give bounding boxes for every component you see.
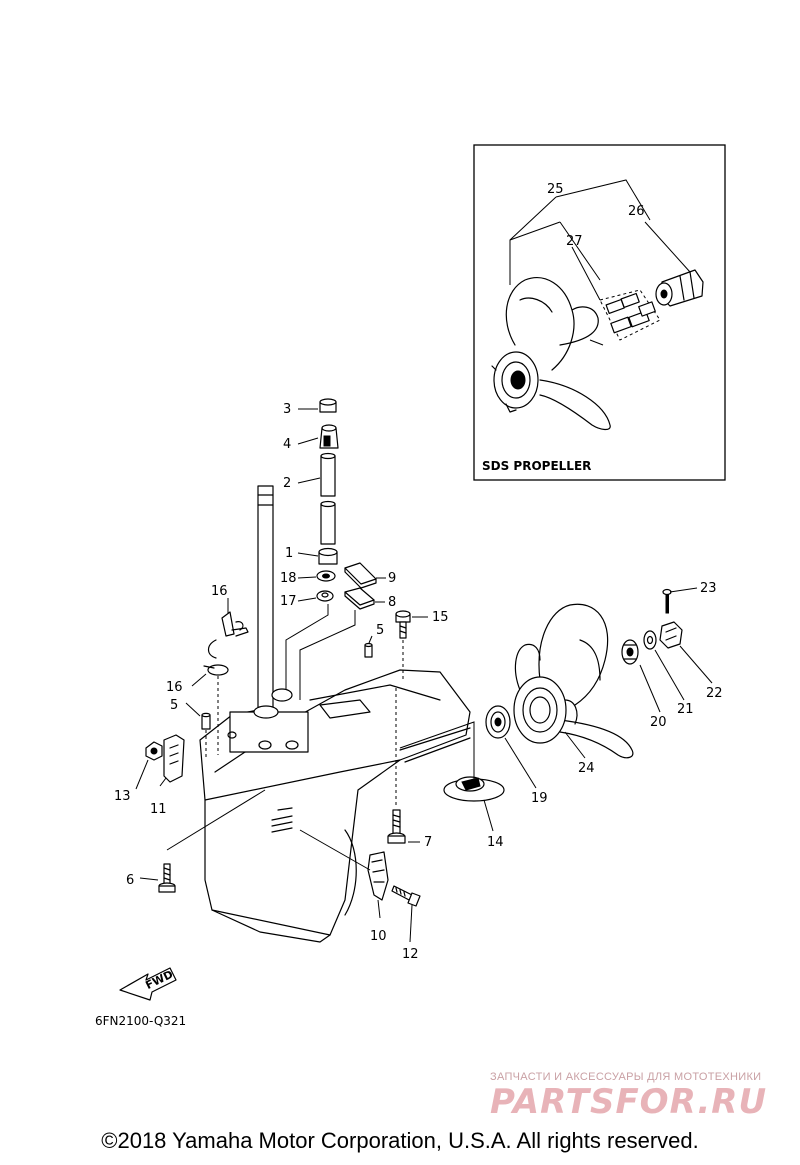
callout-2: 2 [283,476,291,491]
callout-11: 11 [150,802,167,817]
bolt-15-and-pin [364,610,411,680]
callout-13: 13 [114,789,131,804]
callout-19: 19 [531,791,548,806]
anode-strips [299,562,377,700]
spacer-19 [485,705,511,739]
callout-numbers: 3 4 2 1 18 17 9 8 15 5 16 16 5 13 11 6 7… [114,402,723,962]
sds-propeller-inset: SDS PROPELLER [473,144,726,481]
leader-lines [135,408,713,943]
inset-title: SDS PROPELLER [482,459,591,473]
callout-18: 18 [280,571,297,586]
callout-3: 3 [283,402,291,417]
watermark-tagline: ЗАПЧАСТИ И АКСЕССУАРЫ ДЛЯ МОТОТЕХНИКИ [490,1071,762,1083]
lower-unit-housing [199,485,471,943]
callout-24: 24 [578,761,595,776]
callout-9: 9 [388,571,396,586]
callout-27: 27 [566,234,583,249]
callout-12: 12 [402,947,419,962]
watermark-brand: PARTSFOR.RU [490,1082,768,1122]
callout-23: 23 [700,581,717,596]
pin-5-lower [201,712,211,760]
copyright-notice: ©2018 Yamaha Motor Corporation, U.S.A. A… [101,1128,699,1153]
propeller-24 [513,603,634,759]
callout-5-upper: 5 [376,623,384,638]
anode-11-and-nut-13 [145,734,185,783]
clips-16 [203,611,249,755]
callout-5-lower: 5 [170,698,178,713]
callout-15: 15 [432,610,449,625]
callout-25: 25 [547,182,564,197]
callout-16-upper: 16 [211,584,228,599]
trim-tab-10-and-bolt-12 [299,829,421,907]
drive-shaft-stack-parts [285,398,339,690]
bolt-7 [387,688,406,844]
callout-22: 22 [706,686,723,701]
callout-21: 21 [677,702,694,717]
thrust-washer-14 [399,721,505,802]
callout-20: 20 [650,715,667,730]
callout-6: 6 [126,873,134,888]
callout-8: 8 [388,595,396,610]
fwd-arrow: FWD [119,967,177,1001]
callout-1: 1 [285,546,293,561]
propeller-hardware [621,588,683,665]
callout-26: 26 [628,204,645,219]
callout-10: 10 [370,929,387,944]
callout-7: 7 [424,835,432,850]
callout-16-lower: 16 [166,680,183,695]
sds-propeller-drawing [491,277,611,431]
sds-hub-drawing [655,269,704,307]
callout-4: 4 [283,437,291,452]
callout-14: 14 [487,835,504,850]
spline-insert-kit-drawing [599,289,661,341]
diagram-code: 6FN2100-Q321 [95,1014,186,1028]
bolt-6 [158,789,266,893]
callout-17: 17 [280,594,297,609]
